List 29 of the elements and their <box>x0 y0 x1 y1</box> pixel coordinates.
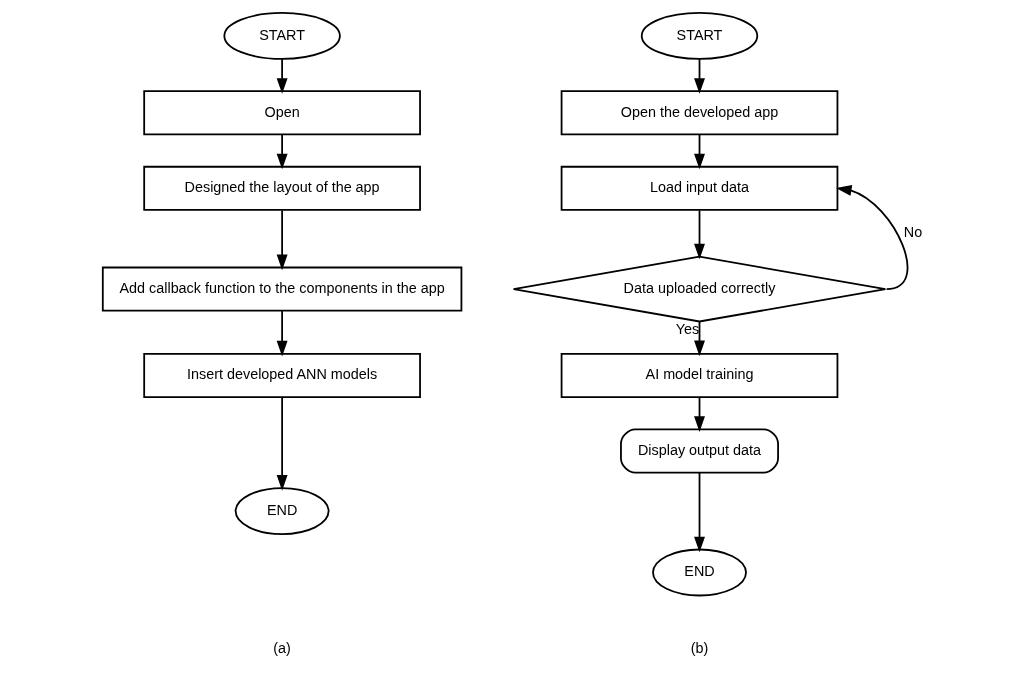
arrow <box>276 310 288 357</box>
node-box: Display output data <box>619 428 779 474</box>
arrow <box>835 184 908 290</box>
node-box: Open <box>142 90 421 136</box>
edge-label: Yes <box>675 320 699 337</box>
arrow <box>693 209 705 260</box>
arrow <box>693 133 705 170</box>
arrow <box>693 58 705 94</box>
node-box: Add callback function to the components in the app <box>101 266 462 312</box>
label: (a) <box>272 640 291 657</box>
node-diamond: Data uploaded correctly <box>512 255 886 323</box>
node-ellipse: START <box>222 12 341 60</box>
node-box: Designed the layout of the app <box>142 165 421 211</box>
arrow <box>693 472 705 553</box>
label: (b) <box>690 640 708 657</box>
arrow <box>276 209 288 271</box>
arrow <box>276 58 288 94</box>
arrow <box>276 133 288 170</box>
node-ellipse: END <box>651 548 747 597</box>
node-box: Insert developed ANN models <box>142 353 421 398</box>
edge-label: No <box>903 224 922 241</box>
arrow <box>693 320 705 357</box>
node-box: Open the developed app <box>560 90 838 136</box>
arrow <box>276 396 288 491</box>
node-ellipse: END <box>234 487 330 535</box>
arrow <box>693 396 705 432</box>
node-box: Load input data <box>560 165 838 211</box>
node-ellipse: START <box>640 12 758 60</box>
node-box: AI model training <box>560 353 838 398</box>
